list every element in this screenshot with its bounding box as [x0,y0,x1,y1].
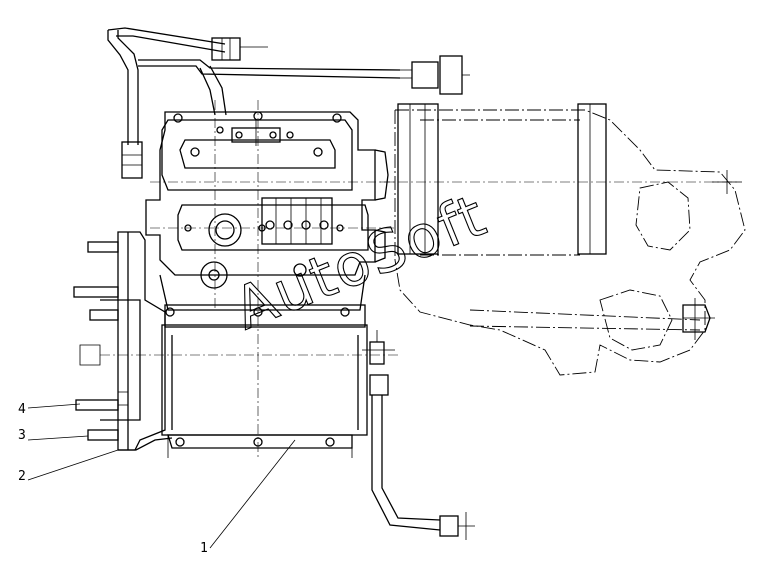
cylinder-head [145,100,395,460]
callout-1: 1 [200,541,208,556]
callout-3: 3 [18,428,26,443]
front-flange [73,231,173,451]
crankcase [100,274,400,458]
callout-2: 2 [18,469,26,484]
engine-mount-outline [380,103,746,376]
callout-4: 4 [18,402,26,417]
oil-pipe [362,330,475,540]
callouts: 4 3 2 1 [18,402,296,556]
upper-pipe [107,27,470,179]
